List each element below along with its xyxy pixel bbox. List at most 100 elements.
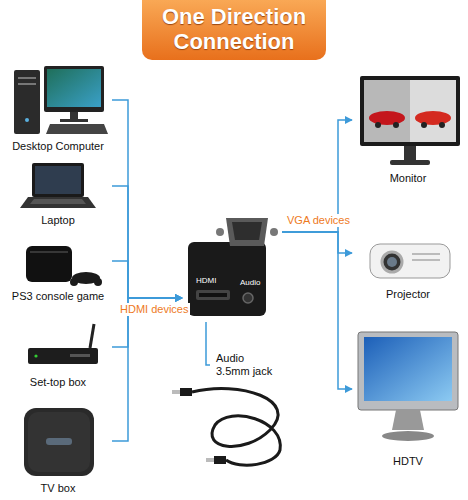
ps3-console-icon (70, 278, 78, 286)
device-caption: HDTV (352, 455, 464, 468)
desktop-computer-icon (14, 66, 108, 134)
audio-cable-icon (214, 456, 226, 464)
device-caption: TV box (4, 482, 112, 495)
device-caption: Set-top box (4, 376, 112, 389)
laptop-icon (20, 197, 96, 208)
projector-icon (382, 252, 402, 272)
hdmi-vga-adapter-icon (226, 218, 268, 246)
ps3-console-icon (30, 251, 68, 253)
desktop-computer-icon (46, 124, 108, 134)
hdmi-vga-adapter-icon (196, 290, 230, 300)
device-caption: Desktop Computer (4, 140, 112, 153)
connector-line (282, 120, 352, 232)
hdmi-vga-adapter-icon (188, 242, 266, 316)
monitor-icon (364, 80, 410, 142)
audio-cable-icon (172, 388, 280, 465)
device-node: Monitor (352, 70, 464, 187)
device-node: Laptop (4, 160, 112, 229)
tv-box-icon (24, 408, 94, 476)
device-node: Desktop Computer (4, 62, 112, 155)
set-top-box-icon (28, 324, 98, 364)
projector-icon (370, 244, 450, 278)
set-top-box-icon (70, 354, 90, 357)
hdmi-vga-adapter-icon (270, 228, 278, 236)
hdtv-icon (358, 332, 458, 410)
port-marking: HDMI (196, 276, 216, 285)
desktop-computer-icon (60, 119, 88, 122)
audio-cable-icon (172, 390, 180, 394)
tv-box-icon (28, 412, 90, 472)
monitor-icon (375, 122, 381, 128)
desktop-computer-icon (14, 70, 40, 134)
ps3-console-icon (94, 278, 102, 286)
connector-line (112, 100, 182, 298)
monitor-icon (364, 80, 456, 142)
monitor-icon (369, 111, 405, 125)
set-top-box-icon (90, 324, 94, 348)
projector-icon (412, 259, 440, 261)
projector-icon (387, 257, 397, 267)
hdtv-icon (382, 431, 434, 441)
device-caption: PS3 console game (4, 290, 112, 303)
desktop-computer-icon (18, 77, 36, 79)
hdtv-icon (358, 332, 458, 441)
hdmi-vga-adapter-icon (232, 222, 262, 240)
signal-label: HDMI devices (118, 303, 190, 316)
desktop-computer-icon (47, 69, 101, 107)
monitor-icon (439, 122, 445, 128)
hdmi-vga-adapter-icon (199, 293, 227, 297)
device-caption: Monitor (352, 172, 464, 185)
tv-box-icon (24, 408, 94, 476)
laptop-icon (20, 163, 96, 208)
ps3-console-icon (26, 246, 102, 286)
monitor-icon (404, 146, 416, 162)
connector-line (112, 261, 182, 298)
hdmi-vga-adapter-icon (188, 218, 278, 316)
set-top-box-icon (34, 354, 37, 357)
device-node: PS3 console game (4, 234, 112, 305)
audio-cable-icon (192, 388, 280, 465)
port-marking: Audio (240, 278, 260, 287)
connector-line (282, 232, 352, 253)
ps3-console-icon (26, 246, 72, 282)
desktop-computer-icon (18, 83, 36, 85)
device-node: Set-top box (4, 320, 112, 391)
projector-icon (412, 253, 440, 255)
desktop-computer-icon (25, 118, 29, 122)
monitor-icon (415, 111, 451, 125)
adapter-node: HDMI Audio (182, 212, 282, 322)
device-caption: Projector (352, 288, 464, 301)
monitor-icon (390, 160, 430, 165)
connector-line (112, 186, 182, 298)
device-caption: Laptop (4, 214, 112, 227)
connector-line (112, 298, 182, 441)
laptop-icon (30, 199, 86, 204)
signal-label: VGA devices (285, 214, 352, 227)
title-banner: One Direction Connection (142, 0, 326, 60)
device-node: TV box (4, 402, 112, 497)
desktop-computer-icon (70, 112, 78, 120)
desktop-computer-icon (44, 66, 104, 112)
connector-line (282, 232, 352, 389)
set-top-box-icon (28, 348, 98, 364)
monitor-icon (360, 76, 460, 146)
audio-cable-icon (206, 458, 214, 462)
monitor-icon (393, 122, 399, 128)
projector-icon (370, 244, 450, 278)
audio-leader-line (206, 322, 210, 365)
audio-cable-icon (180, 388, 192, 396)
hdtv-icon (392, 410, 424, 430)
laptop-icon (32, 163, 84, 197)
monitor-icon (360, 76, 460, 165)
hdmi-vga-adapter-icon (243, 293, 253, 303)
tv-box-icon (46, 438, 72, 445)
laptop-icon (35, 166, 81, 194)
device-node: HDTV (352, 325, 464, 470)
device-node: Projector (352, 220, 464, 303)
port-label: Audio 3.5mm jack (214, 352, 282, 378)
monitor-icon (421, 122, 427, 128)
hdmi-vga-adapter-icon (216, 228, 224, 236)
